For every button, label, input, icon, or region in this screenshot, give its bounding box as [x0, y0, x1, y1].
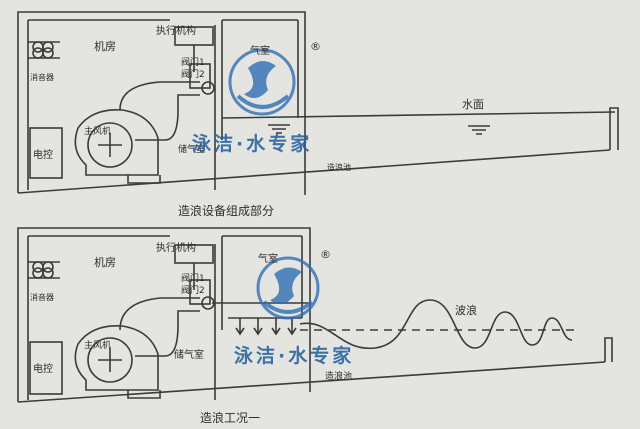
watermark-text-bottom: 泳洁·水专家: [234, 344, 354, 367]
bottom-label-machine-room: 机房: [94, 255, 116, 269]
top-label-silencer: 消音器: [30, 72, 54, 82]
bottom-label-silencer: 消音器: [30, 292, 54, 302]
top-label-control: 电控: [33, 148, 53, 161]
top-water-mark-chamber: [268, 124, 290, 134]
bottom-label-main-fan: 主风机: [84, 339, 111, 351]
registered-mark-bottom: ®: [320, 248, 331, 261]
top-silencer-icon: [32, 41, 54, 59]
top-label-air-storage: 储气室: [178, 143, 205, 155]
bottom-label-wave-pool: 造浪池: [325, 370, 352, 382]
top-fan-housing: [74, 109, 159, 176]
bottom-label-air-chamber: 气室: [258, 252, 278, 265]
top-label-valve-1: 阀门1: [181, 56, 205, 68]
bottom-label-control: 电控: [33, 362, 53, 375]
top-caption: 造浪设备组成部分: [178, 203, 274, 218]
bottom-label-valve-2: 阀门2: [181, 284, 205, 296]
top-label-actuator: 执行机构: [156, 24, 196, 37]
watermark-logo-top: [228, 48, 296, 116]
top-control-cabinet: [29, 127, 63, 179]
bottom-label-valve-1: 阀门1: [181, 272, 205, 284]
bottom-caption: 造浪工况一: [200, 410, 260, 425]
watermark-text-top: 泳洁·水专家: [192, 132, 312, 155]
bottom-fan-housing: [74, 325, 159, 391]
top-water-mark-pool: [468, 125, 490, 135]
top-machine-room-walls: [17, 11, 306, 195]
top-label-machine-room: 机房: [94, 39, 116, 53]
bottom-label-air-storage: 储气室: [174, 348, 204, 361]
bottom-valve-box: [189, 279, 211, 305]
top-water-line: [221, 111, 616, 119]
bottom-label-actuator: 执行机构: [156, 241, 196, 254]
top-label-wave-pool: 造浪池: [327, 162, 351, 172]
top-label-valve-2: 阀门2: [181, 68, 205, 80]
bottom-diagram-structure: [17, 227, 613, 403]
top-diagram-structure: [17, 11, 619, 195]
bottom-control-cabinet: [29, 341, 63, 395]
top-valve-box: [189, 63, 211, 89]
top-label-water-surface: 水面: [462, 98, 484, 111]
top-label-air-chamber: 气室: [250, 44, 270, 57]
top-label-main-fan: 主风机: [84, 125, 111, 137]
top-fan-rotor: [87, 122, 133, 168]
bottom-wave-curve: [299, 299, 573, 350]
bottom-label-wave: 波浪: [455, 303, 477, 317]
bottom-airflow-arrows: [235, 318, 297, 336]
watermark-logo-bottom: [256, 256, 320, 320]
bottom-fan-rotor: [87, 337, 133, 383]
bottom-silencer-icon: [32, 261, 54, 279]
registered-mark-top: ®: [310, 40, 321, 53]
